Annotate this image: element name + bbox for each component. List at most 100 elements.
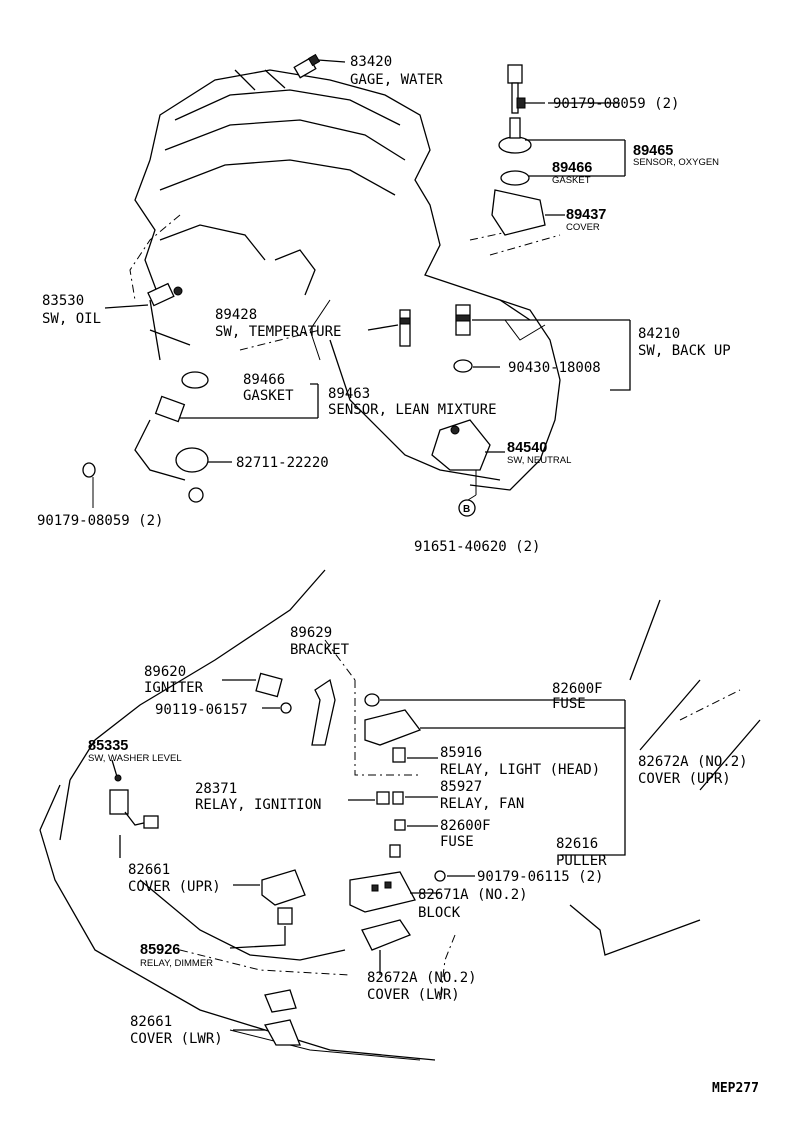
label-82711: 82711-22220 [236, 455, 329, 471]
engine-outline [129, 69, 561, 491]
svg-text:83420: 83420 [350, 54, 392, 70]
svg-text:COVER (LWR): COVER (LWR) [367, 987, 460, 1003]
label-89620: 89620 IGNITER [144, 664, 204, 696]
fuse-icon [364, 693, 626, 856]
label-82671a: 82671A (NO.2) BLOCK [418, 887, 528, 921]
svg-text:IGNITER: IGNITER [144, 680, 204, 696]
svg-text:SW, OIL: SW, OIL [42, 311, 101, 327]
svg-text:GAGE, WATER: GAGE, WATER [350, 72, 443, 88]
label-82661-lwr: 82661 COVER (LWR) [130, 1014, 223, 1047]
label-85926: 85926 RELAY, DIMMER [140, 942, 213, 969]
label-82661-upr: 82661 COVER (UPR) [128, 862, 221, 895]
label-82672a-upr: 82672A (NO.2) COVER (UPR) [638, 754, 748, 787]
label-84210: 84210 SW, BACK UP [638, 326, 731, 359]
svg-text:90119-06157: 90119-06157 [155, 702, 248, 718]
backup-switch-icon [453, 304, 631, 391]
svg-text:89620: 89620 [144, 664, 186, 680]
svg-text:COVER (UPR): COVER (UPR) [638, 771, 731, 787]
svg-text:90430-18008: 90430-18008 [508, 360, 601, 376]
svg-text:89428: 89428 [215, 307, 257, 323]
svg-text:MEP277: MEP277 [712, 1081, 759, 1096]
label-90119: 90119-06157 [155, 702, 248, 718]
svg-text:82672A (NO.2): 82672A (NO.2) [367, 970, 477, 986]
label-84540: 84540 SW, NEUTRAL [507, 440, 571, 466]
svg-text:85927: 85927 [440, 779, 482, 795]
label-89428: 89428 SW, TEMPERATURE [215, 307, 341, 340]
svg-text:89437: 89437 [566, 207, 606, 223]
label-82616: 82616 PULLER [556, 836, 607, 869]
svg-text:85916: 85916 [440, 745, 482, 761]
svg-text:BLOCK: BLOCK [418, 905, 461, 921]
bracket-icon [311, 678, 336, 746]
svg-text:RELAY, LIGHT (HEAD): RELAY, LIGHT (HEAD) [440, 762, 600, 778]
svg-text:90179-06115 (2): 90179-06115 (2) [477, 869, 603, 885]
diagram-code: MEP277 [712, 1081, 759, 1096]
oxygen-sensor-icon [491, 64, 625, 236]
svg-text:FUSE: FUSE [552, 696, 586, 712]
label-90179-06115: 90179-06115 (2) [477, 869, 603, 885]
svg-text:82671A (NO.2): 82671A (NO.2) [418, 887, 528, 903]
label-83420: 83420 GAGE, WATER [350, 54, 443, 88]
body-outline [39, 569, 761, 1061]
label-82672a-lwr: 82672A (NO.2) COVER (LWR) [367, 970, 477, 1003]
lean-mixture-sensor-icon [134, 371, 319, 503]
label-82600f-low: 82600F FUSE [440, 818, 491, 850]
label-85916: 85916 RELAY, LIGHT (HEAD) [440, 745, 600, 778]
svg-text:RELAY, FAN: RELAY, FAN [440, 796, 524, 812]
svg-text:SW, NEUTRAL: SW, NEUTRAL [507, 455, 571, 466]
label-89629: 89629 BRACKET [290, 625, 350, 658]
cover-lwr-small-icon [233, 989, 301, 1046]
svg-text:91651-40620 (2): 91651-40620 (2) [414, 539, 540, 555]
svg-text:82600F: 82600F [440, 818, 491, 834]
svg-text:82661: 82661 [130, 1014, 172, 1030]
clamp-icon [175, 447, 232, 473]
label-85335: 85335 SW, WASHER LEVEL [88, 738, 182, 764]
svg-text:89629: 89629 [290, 625, 332, 641]
svg-text:BRACKET: BRACKET [290, 642, 350, 658]
svg-text:82711-22220: 82711-22220 [236, 455, 329, 471]
svg-text:89466: 89466 [243, 372, 285, 388]
svg-text:GASKET: GASKET [243, 388, 294, 404]
svg-text:COVER: COVER [566, 222, 600, 233]
label-89465: 89465 SENSOR, OXYGEN [633, 143, 719, 168]
svg-text:82661: 82661 [128, 862, 170, 878]
svg-text:RELAY, IGNITION: RELAY, IGNITION [195, 797, 321, 813]
svg-text:RELAY, DIMMER: RELAY, DIMMER [140, 958, 213, 969]
neutral-switch-icon [431, 419, 505, 517]
svg-text:SW, BACK UP: SW, BACK UP [638, 343, 731, 359]
svg-text:89466: 89466 [552, 160, 592, 176]
relay-head-icon [392, 747, 438, 763]
label-89466-mid: 89466 GASKET [243, 372, 294, 404]
svg-text:82616: 82616 [556, 836, 598, 852]
water-gage-icon [293, 53, 346, 79]
svg-text:GASKET: GASKET [552, 175, 591, 186]
washer-level-switch-icon [109, 759, 159, 858]
svg-text:COVER (UPR): COVER (UPR) [128, 879, 221, 895]
label-82600f-top: 82600F FUSE [552, 681, 603, 712]
svg-text:PULLER: PULLER [556, 853, 607, 869]
svg-text:SENSOR, OXYGEN: SENSOR, OXYGEN [633, 157, 719, 168]
svg-text:82672A (NO.2): 82672A (NO.2) [638, 754, 748, 770]
svg-text:83530: 83530 [42, 293, 84, 309]
svg-text:SENSOR, LEAN MIXTURE: SENSOR, LEAN MIXTURE [328, 402, 497, 418]
fuse-small-icon [389, 819, 438, 858]
label-90430: 90430-18008 [508, 360, 601, 376]
label-91651: B 91651-40620 (2) [414, 504, 540, 555]
temperature-switch-icon [367, 309, 411, 347]
svg-text:89465: 89465 [633, 143, 673, 159]
svg-text:B: B [463, 504, 470, 515]
relay-fan-icon [348, 791, 438, 805]
svg-text:28371: 28371 [195, 781, 237, 797]
label-89437: 89437 COVER [566, 207, 606, 233]
svg-text:90179-08059 (2): 90179-08059 (2) [553, 96, 679, 112]
igniter-icon [222, 672, 292, 714]
svg-text:84210: 84210 [638, 326, 680, 342]
svg-text:85926: 85926 [140, 942, 180, 958]
svg-text:84540: 84540 [507, 440, 547, 456]
label-89466-top: 89466 GASKET [552, 160, 592, 186]
label-28371: 28371 RELAY, IGNITION [195, 781, 321, 813]
svg-text:SW, WASHER LEVEL: SW, WASHER LEVEL [88, 753, 182, 764]
svg-text:89463: 89463 [328, 386, 370, 402]
label-85927: 85927 RELAY, FAN [440, 779, 524, 812]
